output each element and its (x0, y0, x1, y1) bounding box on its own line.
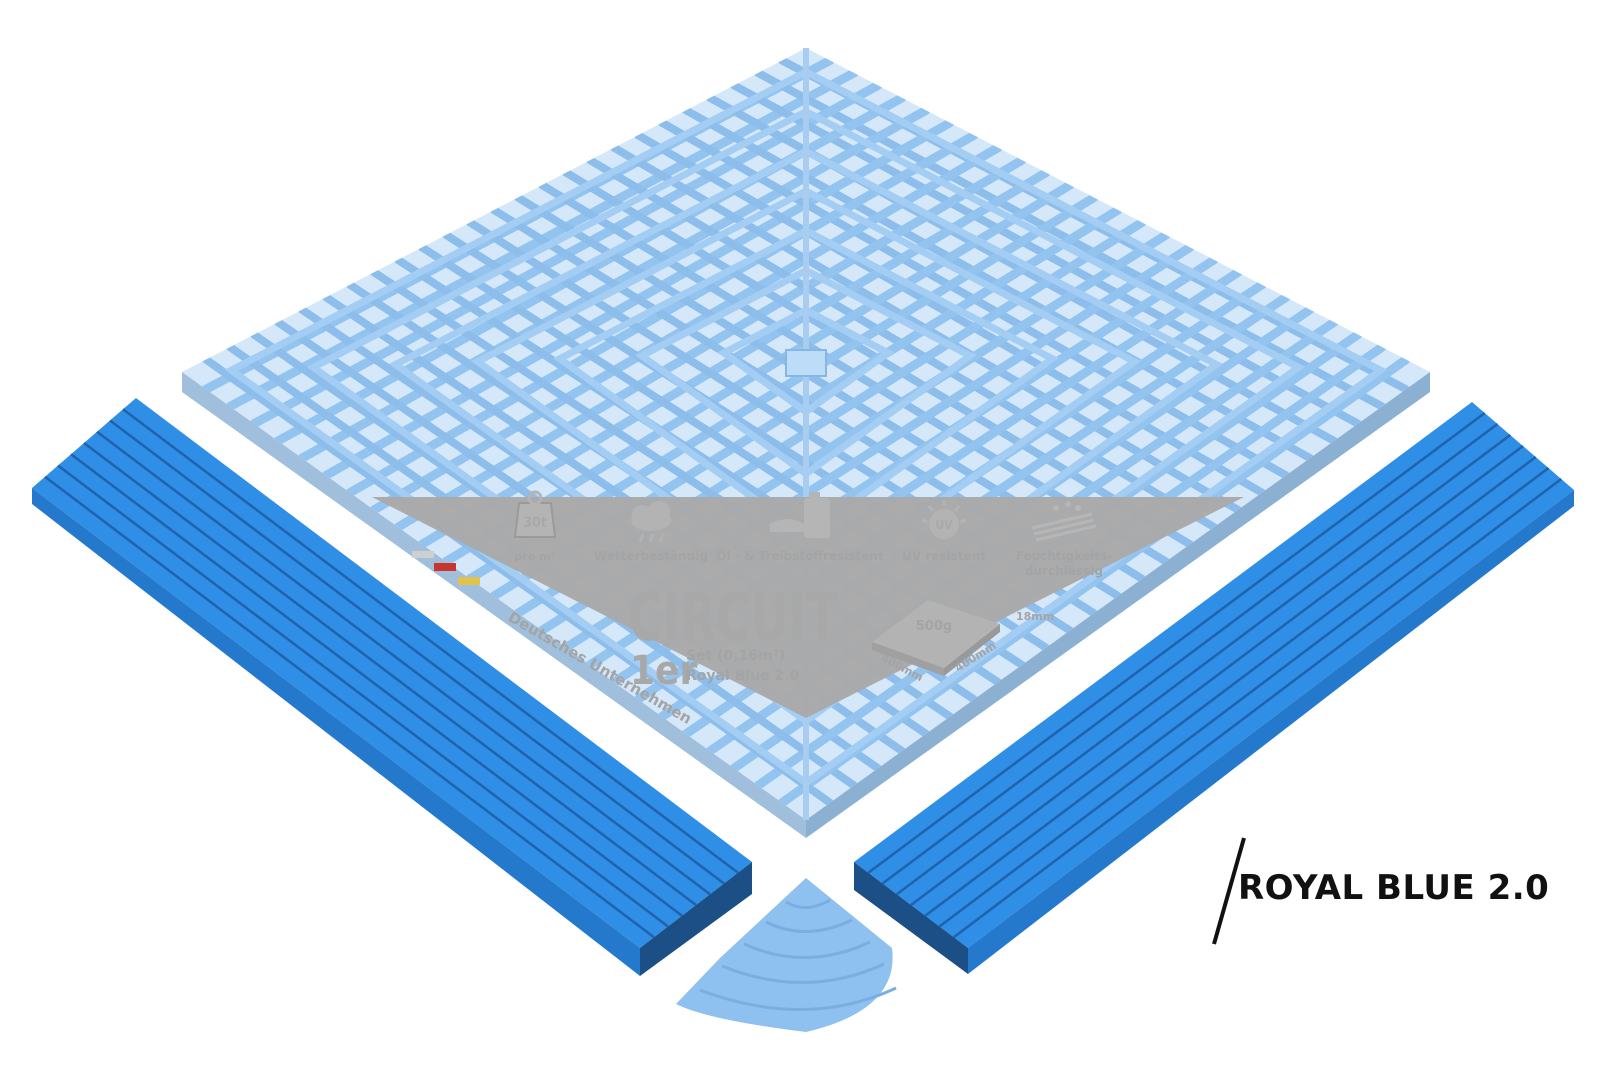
weight-icon: 30t (513, 490, 557, 538)
feature-moisture-1: Feuchtigkeits- (1016, 549, 1112, 563)
feature-oil: Öl - & Treibstoffresistent (716, 548, 884, 563)
package-panel (372, 497, 1244, 718)
edge-groove (952, 478, 1563, 939)
corner-ring-4 (765, 918, 853, 933)
brand-name: CIRCUIT (628, 579, 838, 656)
color-strip (412, 551, 480, 585)
water-drops-icon (1031, 501, 1097, 542)
corner-ring-2 (721, 962, 885, 984)
feature-weather: Wetterbeständig (594, 549, 708, 563)
feature-uv: UV resistent (902, 549, 986, 563)
corner-ring-5 (785, 898, 831, 909)
product-color-label: ROYAL BLUE 2.0 (1238, 868, 1550, 908)
uv-icon-text: UV (935, 518, 953, 532)
edge-groove (896, 433, 1511, 896)
edge-groove (109, 419, 725, 885)
cloud-rain-icon (631, 501, 671, 543)
edge-right-end (968, 490, 1574, 974)
edge-groove (96, 430, 711, 896)
edge-groove (83, 442, 697, 906)
edge-strip-left (32, 398, 752, 976)
tile-center-plate (785, 349, 827, 377)
edge-groove (867, 411, 1486, 874)
edge-groove (57, 464, 669, 928)
weight-value: 500g (916, 619, 952, 634)
feature-moisture-2: durchlässig (1025, 564, 1103, 578)
sun-uv-icon: UV (921, 500, 967, 539)
tile-side-left (182, 372, 806, 838)
package-label: 30t pro m² Wetterbeständig Öl - & Treibs… (372, 490, 1244, 728)
corner-piece (676, 878, 897, 1032)
edge-left-grooves (44, 408, 739, 939)
load-value: 30t (523, 515, 547, 531)
edge-groove (924, 456, 1537, 917)
edge-right-grooves (867, 411, 1563, 939)
variant-name: Royal Blue 2.0 (686, 668, 800, 684)
thickness-value: 18mm (1016, 610, 1054, 623)
edge-groove (122, 408, 739, 874)
edge-left-end (32, 488, 640, 976)
set-size: Set (0,16m²) (686, 648, 785, 664)
corner-ring-1 (699, 986, 897, 1011)
corner-ring-3 (743, 940, 871, 959)
edge-groove (910, 445, 1524, 906)
edge-groove (70, 453, 683, 917)
tile-side-right (806, 372, 1430, 838)
edge-groove (938, 467, 1550, 928)
label-slash (1212, 837, 1246, 945)
oil-canister-icon (770, 492, 830, 538)
edge-left-side (640, 862, 752, 976)
set-count: 1er (630, 648, 697, 694)
edge-groove (44, 475, 655, 939)
edge-right-side (854, 862, 968, 974)
edge-strip-right (854, 402, 1574, 974)
edge-groove (881, 422, 1499, 885)
load-unit: pro m² (515, 550, 556, 563)
